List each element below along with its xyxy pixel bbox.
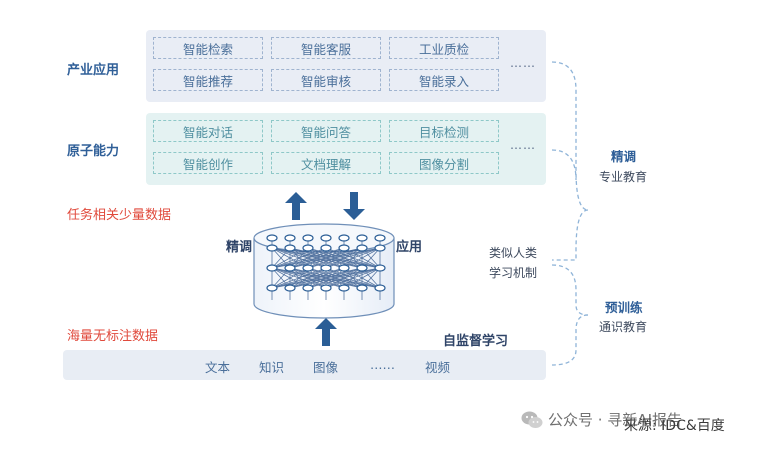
arrow-down-icon bbox=[343, 192, 365, 220]
network-node bbox=[374, 264, 386, 272]
network-node bbox=[374, 244, 386, 252]
network-node bbox=[266, 284, 278, 292]
right-brace-icon bbox=[551, 61, 588, 366]
network-node bbox=[320, 264, 332, 272]
task-data-label: 任务相关少量数据 bbox=[67, 208, 172, 223]
app-item: 智能推荐 bbox=[153, 69, 263, 91]
network-node bbox=[374, 234, 386, 242]
massive-data-label: 海量无标注数据 bbox=[67, 329, 159, 344]
network-node bbox=[356, 284, 368, 292]
app-more: …… bbox=[510, 56, 536, 70]
network-node bbox=[284, 244, 296, 252]
atomic-capability-label: 原子能力 bbox=[67, 144, 120, 159]
app-item: 智能检索 bbox=[153, 37, 263, 59]
atom-item: 智能问答 bbox=[271, 120, 381, 142]
pretrain-title: 预训练 bbox=[605, 300, 643, 315]
finetune-title: 精调 bbox=[611, 149, 637, 164]
network-node bbox=[320, 234, 332, 242]
atom-item: 目标检测 bbox=[389, 120, 499, 142]
finetune-subtitle: 专业教育 bbox=[599, 170, 648, 184]
atom-more: …… bbox=[510, 138, 536, 152]
app-item: 智能审核 bbox=[271, 69, 381, 91]
network-node bbox=[302, 244, 314, 252]
atom-item: 图像分割 bbox=[389, 152, 499, 174]
network-node bbox=[284, 284, 296, 292]
network-node bbox=[284, 264, 296, 272]
data-item-text: 文本 bbox=[205, 360, 231, 375]
app-item: 智能录入 bbox=[389, 69, 499, 91]
network-node bbox=[302, 284, 314, 292]
network-node bbox=[266, 264, 278, 272]
network-node bbox=[338, 244, 350, 252]
network-node bbox=[266, 244, 278, 252]
network-node bbox=[320, 244, 332, 252]
wechat-icon bbox=[521, 411, 543, 428]
data-item-image: 图像 bbox=[313, 360, 339, 375]
data-item-more: …… bbox=[370, 357, 395, 372]
app-item: 工业质检 bbox=[389, 37, 499, 59]
mechanism-line-2: 学习机制 bbox=[489, 266, 538, 280]
arrow-up-icon bbox=[285, 192, 307, 220]
arrow-up-icon bbox=[315, 318, 337, 346]
network-node bbox=[338, 264, 350, 272]
data-item-knowledge: 知识 bbox=[259, 360, 285, 375]
finetune-label: 精调 bbox=[226, 240, 253, 255]
data-item-video: 视频 bbox=[425, 360, 451, 375]
network-node bbox=[338, 284, 350, 292]
atom-item: 智能对话 bbox=[153, 120, 263, 142]
apply-label: 应用 bbox=[396, 240, 423, 255]
network-node bbox=[302, 234, 314, 242]
watermark: 公众号 · 寻新AI报告 bbox=[548, 411, 682, 429]
self-supervised-label: 自监督学习 bbox=[443, 334, 509, 349]
atom-item: 智能创作 bbox=[153, 152, 263, 174]
atom-item: 文档理解 bbox=[271, 152, 381, 174]
app-item: 智能客服 bbox=[271, 37, 381, 59]
network-node bbox=[266, 234, 278, 242]
network-node bbox=[284, 234, 296, 242]
foundation-model-icon bbox=[253, 223, 395, 319]
network-node bbox=[338, 234, 350, 242]
source-note: 来源: IDC&百度 bbox=[624, 418, 725, 434]
network-node bbox=[356, 264, 368, 272]
pretrain-subtitle: 通识教育 bbox=[599, 320, 648, 334]
industry-application-label: 产业应用 bbox=[67, 63, 120, 78]
network-node bbox=[356, 244, 368, 252]
data-source-bar bbox=[63, 350, 546, 380]
network-node bbox=[374, 284, 386, 292]
network-node bbox=[302, 264, 314, 272]
mechanism-line-1: 类似人类 bbox=[489, 246, 538, 260]
network-node bbox=[356, 234, 368, 242]
network-node bbox=[320, 284, 332, 292]
